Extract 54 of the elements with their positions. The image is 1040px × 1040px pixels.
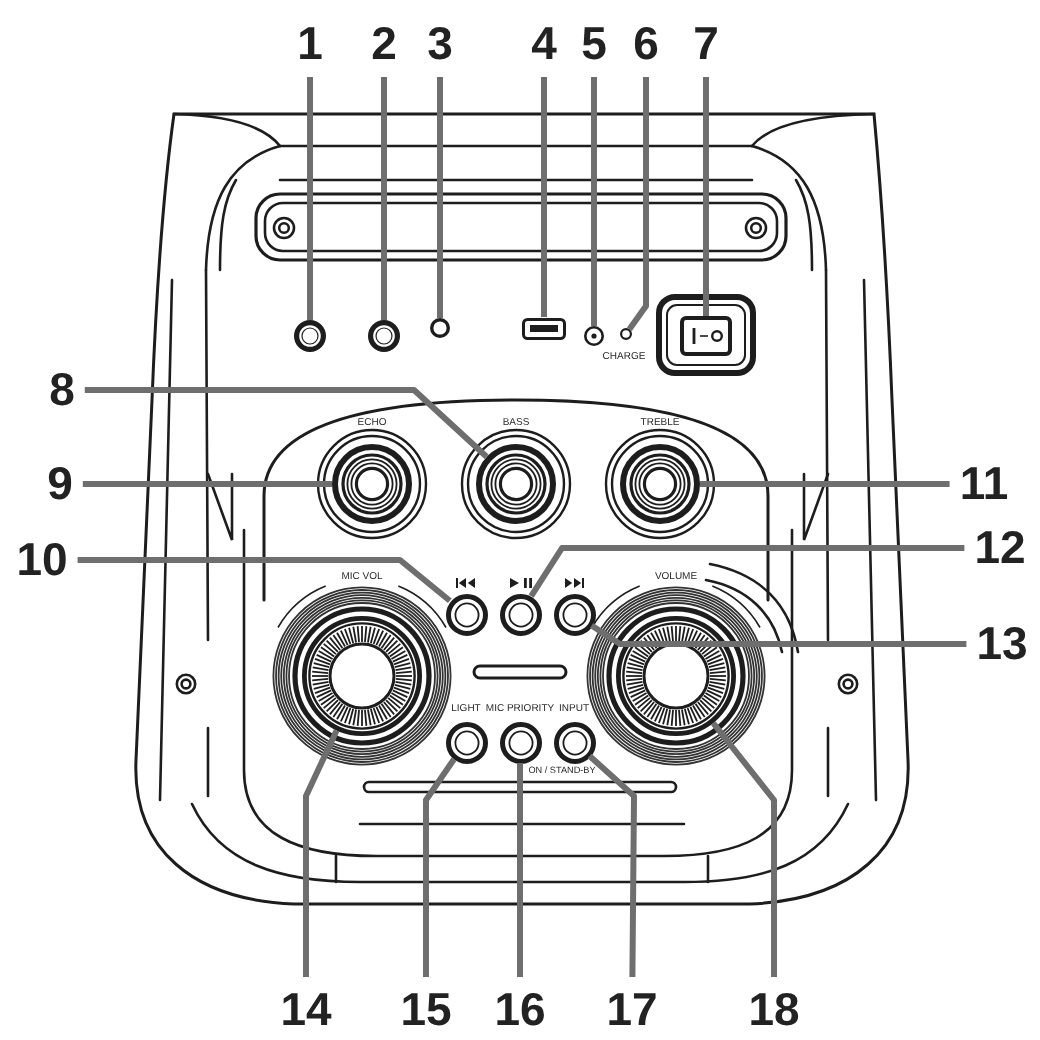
callout-number: 11 <box>949 451 1019 517</box>
leader-line <box>423 757 457 977</box>
callout-number: 6 <box>623 11 669 77</box>
callout-number: 12 <box>964 515 1036 581</box>
callout-number: 17 <box>596 977 668 1040</box>
leader-line <box>703 77 709 316</box>
indicator-light <box>620 328 632 340</box>
usb-port <box>522 317 566 339</box>
push-button <box>445 593 487 635</box>
leader-line <box>82 481 332 487</box>
callout-number: 3 <box>417 11 463 77</box>
leader-line <box>541 77 547 317</box>
leader-line <box>626 77 649 331</box>
rotary-knob <box>302 616 422 736</box>
callout-number: 16 <box>484 977 556 1040</box>
callout-number: 15 <box>390 977 462 1040</box>
leader-line <box>517 763 523 977</box>
rotary-knob <box>476 444 556 524</box>
leader-line <box>381 77 387 320</box>
leader-line <box>303 729 340 977</box>
leader-line <box>591 77 597 326</box>
callout-number: 10 <box>6 527 78 593</box>
push-button <box>553 593 595 635</box>
callout-number: 13 <box>966 611 1038 677</box>
leader-line <box>700 481 950 487</box>
audio-jack <box>368 320 400 352</box>
callout-number: 4 <box>521 11 567 77</box>
push-button <box>445 721 487 763</box>
callout-number: 9 <box>37 451 83 517</box>
rotary-knob <box>332 444 412 524</box>
push-button <box>499 593 541 635</box>
callout-number: 14 <box>270 977 342 1040</box>
leader-line <box>528 545 965 598</box>
callout-number: 8 <box>39 357 85 423</box>
callout-number: 18 <box>738 977 810 1040</box>
leader-line <box>307 77 313 320</box>
callout-number: 5 <box>571 11 617 77</box>
leader-line <box>589 622 967 647</box>
leader-line <box>710 721 777 977</box>
callout-number: 2 <box>361 11 407 77</box>
dc-power-jack <box>584 326 604 346</box>
rotary-knob <box>616 616 736 736</box>
leader-line <box>77 557 452 604</box>
audio-jack <box>294 320 326 352</box>
callout-number: 1 <box>287 11 333 77</box>
leader-line <box>587 753 637 978</box>
leader-line <box>84 387 489 459</box>
callout-number: 7 <box>683 11 729 77</box>
rotary-knob <box>620 444 700 524</box>
leader-line <box>437 77 443 318</box>
power-switch <box>680 316 732 356</box>
audio-jack <box>430 318 450 338</box>
push-button <box>553 721 595 763</box>
push-button <box>499 721 541 763</box>
